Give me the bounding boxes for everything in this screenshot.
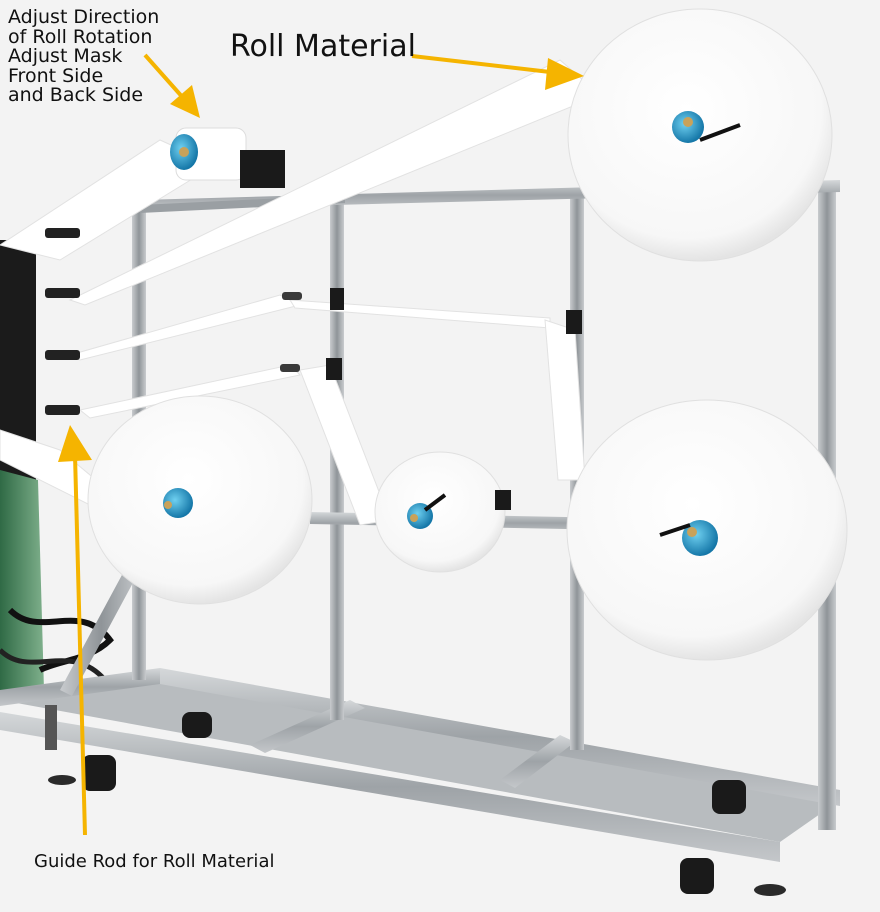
adjust-line-1: Adjust Direction xyxy=(8,6,160,28)
casters xyxy=(48,712,786,896)
adjust-line-4: Front Side xyxy=(8,64,104,87)
guide-rods xyxy=(45,228,582,415)
roll-bottom-left xyxy=(87,395,313,605)
arrow-roll-material xyxy=(411,54,584,90)
adjust-line-5: and Back Side xyxy=(8,84,144,106)
roll-material-label: Roll Material xyxy=(230,29,416,64)
adjust-line-2: of Roll Rotation xyxy=(8,25,153,48)
adjust-roller xyxy=(170,127,285,188)
roll-bottom-right xyxy=(566,399,848,661)
roll-middle-small xyxy=(374,451,511,573)
adjust-direction-label: Adjust Direction of Roll Rotation Adjust… xyxy=(8,6,160,106)
adjust-line-3: Adjust Mask xyxy=(8,45,123,67)
arrow-adjust xyxy=(143,53,200,118)
guide-rod-label: Guide Rod for Roll Material xyxy=(34,851,275,872)
roll-top-right xyxy=(567,8,833,262)
arrow-guide-rod xyxy=(58,425,92,836)
